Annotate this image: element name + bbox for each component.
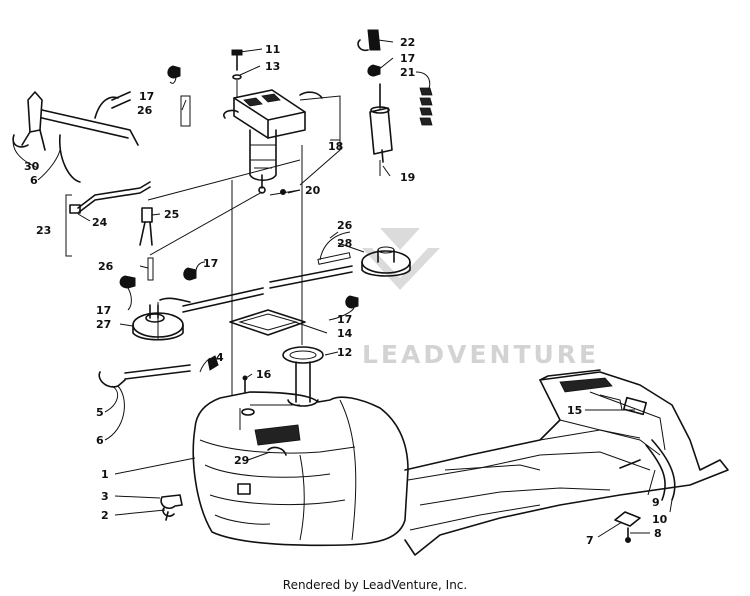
leadventure-watermark: LEADVENTURE (362, 228, 599, 369)
callout-1: 1 (101, 468, 109, 481)
callout-17: 17 (203, 257, 218, 270)
callout-17: 17 (400, 52, 415, 65)
callout-26: 26 (98, 260, 114, 273)
callout-14: 14 (337, 327, 353, 340)
fuel-pickup-right (361, 246, 411, 277)
watermark-text: LEADVENTURE (362, 340, 599, 369)
callout-labels: 1 2 3 4 5 6 6 7 8 9 10 11 12 13 14 15 16… (24, 36, 668, 547)
callout-7: 7 (586, 534, 594, 547)
callout-15: 15 (567, 404, 582, 417)
hose-sleeves (147, 95, 351, 281)
callout-18: 18 (328, 140, 343, 153)
callout-6: 6 (96, 434, 104, 447)
callout-24: 24 (92, 216, 108, 229)
callout-19: 19 (400, 171, 415, 184)
hardware (231, 49, 286, 393)
callout-17: 17 (139, 90, 154, 103)
hose-clamps (119, 64, 381, 309)
callout-9: 9 (652, 496, 660, 509)
callout-17: 17 (337, 313, 352, 326)
gasket (229, 309, 306, 336)
callout-26: 26 (337, 219, 353, 232)
callout-21: 21 (400, 66, 415, 79)
callout-11: 11 (265, 43, 280, 56)
tank-drain-fittings (614, 439, 676, 543)
callout-13: 13 (265, 60, 280, 73)
callout-leaders (12, 39, 673, 538)
callout-23: 23 (36, 224, 51, 237)
fuel-pickup-left (132, 297, 191, 341)
callout-20: 20 (305, 184, 321, 197)
callout-27: 27 (96, 318, 111, 331)
callout-2: 2 (101, 509, 109, 522)
callout-5: 5 (96, 406, 104, 419)
callout-10: 10 (652, 513, 668, 526)
fuel-tank (192, 391, 409, 547)
footer-credit: Rendered by LeadVenture, Inc. (282, 578, 468, 592)
floor-pan (404, 369, 729, 556)
callout-12: 12 (337, 346, 352, 359)
callout-6: 6 (30, 174, 38, 187)
fuel-pump (223, 89, 323, 194)
callout-30: 30 (24, 160, 40, 173)
callout-8: 8 (654, 527, 662, 540)
callout-25: 25 (164, 208, 179, 221)
electric-fuel-pump (357, 29, 433, 163)
guide-lines (147, 80, 381, 396)
callout-22: 22 (400, 36, 415, 49)
wiring-connector (139, 207, 153, 246)
callout-17: 17 (96, 304, 111, 317)
fuel-hoses (124, 265, 353, 380)
callout-28: 28 (337, 237, 352, 250)
fuel-valve-assembly (12, 91, 151, 214)
bracket-23 (65, 194, 72, 257)
callout-16: 16 (256, 368, 272, 381)
callout-4: 4 (216, 351, 224, 364)
fuel-gauge (282, 346, 324, 407)
callout-26: 26 (137, 104, 153, 117)
callout-3: 3 (101, 490, 109, 503)
tank-fittings (98, 355, 287, 521)
callout-29: 29 (234, 454, 249, 467)
